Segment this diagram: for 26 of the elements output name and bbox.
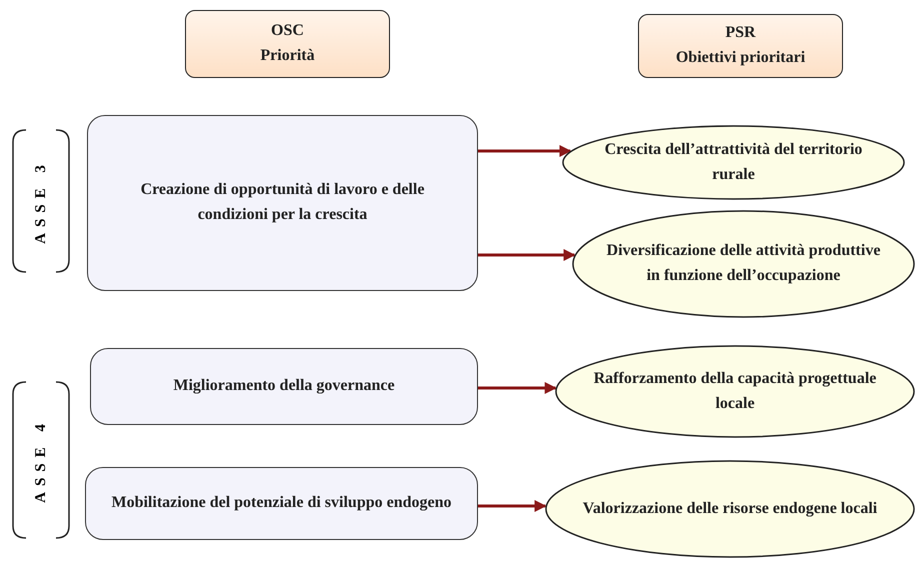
priority-box xyxy=(85,467,478,540)
objective-ellipse xyxy=(555,345,915,438)
node-text: Valorizzazione delle risorse endogene locali xyxy=(582,498,878,519)
header-text: Obiettivi prioritari xyxy=(676,48,806,68)
arrow xyxy=(478,500,547,512)
arrow xyxy=(478,249,576,261)
header-text: Priorità xyxy=(260,46,315,66)
header-box xyxy=(185,10,390,78)
node-text: Rafforzamento della capacità progettuale locale xyxy=(592,368,878,414)
objective-ellipse xyxy=(545,460,915,558)
axis-label: ASSE 3 xyxy=(32,158,50,244)
arrow xyxy=(478,145,572,157)
objective-ellipse xyxy=(572,210,915,318)
header-text: OSC xyxy=(271,21,304,42)
node-text: Crescita dell’attrattività del territorio rurale xyxy=(604,140,864,184)
node-text: Miglioramento della governance xyxy=(173,376,395,396)
objective-ellipse xyxy=(562,125,905,200)
arrow xyxy=(478,382,557,394)
header-box xyxy=(638,14,843,78)
priority-box xyxy=(90,348,478,425)
axis-label: ASSE 4 xyxy=(32,418,50,502)
node-text: Diversificazione delle attività produttive in funzione dell’occupazione xyxy=(606,241,881,286)
priority-box xyxy=(87,115,478,291)
node-text: Mobilitazione del potenziale di sviluppo endogeno xyxy=(111,493,452,514)
node-text: Creazione di opportunità di lavoro e delle condizioni per la crescita xyxy=(140,180,426,225)
header-text: PSR xyxy=(725,23,756,44)
